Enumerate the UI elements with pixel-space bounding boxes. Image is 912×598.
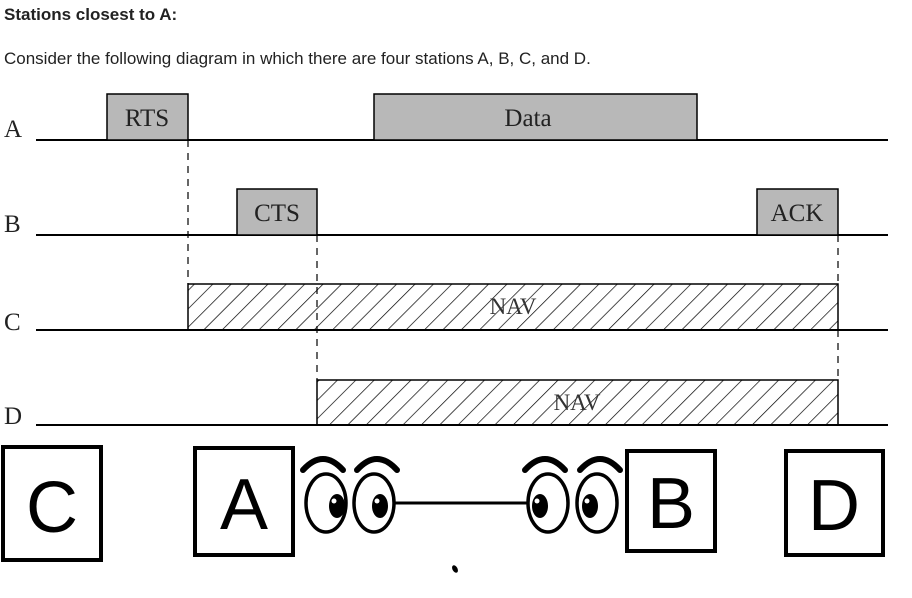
left-eyes-icon (300, 456, 400, 534)
arrangement-box-d-label: D (808, 466, 860, 546)
arrangement-box-d (784, 449, 885, 557)
ack-frame (756, 188, 839, 236)
data-frame (373, 93, 698, 141)
rts-frame (106, 93, 189, 141)
arrangement-box-a-label: A (220, 465, 268, 545)
ack-frame-label: ACK (771, 200, 824, 227)
arrangement-box-c-label: C (26, 468, 78, 548)
nav-d-frame (316, 379, 839, 426)
station-c-label: C (4, 309, 21, 336)
right-eyes-icon (522, 456, 623, 534)
nav-c-label: NAV (490, 294, 537, 319)
page-heading: Stations closest to A: (4, 5, 178, 24)
arrangement-box-a (193, 446, 295, 557)
cts-frame (236, 188, 318, 236)
cts-frame-label: CTS (254, 200, 300, 227)
station-b-label: B (4, 211, 21, 238)
data-frame-label: Data (504, 105, 551, 132)
stray-mark (452, 565, 458, 573)
station-a-label: A (4, 116, 22, 143)
station-d-label: D (4, 403, 22, 430)
intro-text: Consider the following diagram in which … (4, 49, 591, 68)
nav-c-frame (187, 283, 839, 331)
rts-frame-label: RTS (125, 105, 169, 132)
nav-d-label: NAV (554, 390, 601, 415)
arrangement-box-b (625, 449, 717, 553)
arrangement-box-b-label: B (647, 464, 695, 544)
arrangement-box-c (1, 445, 103, 562)
